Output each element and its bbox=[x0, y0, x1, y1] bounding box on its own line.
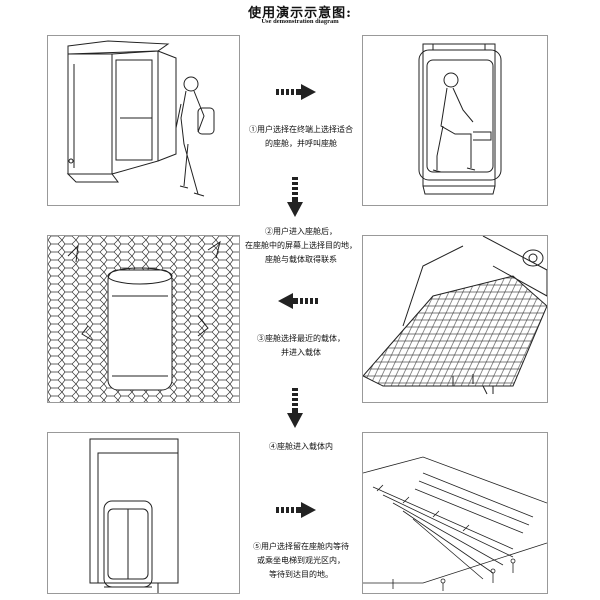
panel-user-calls-cabin bbox=[47, 35, 240, 206]
step-5-text: ⑤用户选择留在座舱内等待 或乘坐电梯到观光区内， 等待到达目的地。 bbox=[253, 542, 349, 579]
diagram-title: 使用演示示意图: bbox=[248, 6, 352, 21]
cabin-docked-illustration bbox=[89, 438, 179, 593]
seated-user-illustration bbox=[418, 43, 502, 195]
panel-cabin-enters-carrier bbox=[47, 235, 240, 403]
step-4-text: ④座舱进入载体内 bbox=[269, 442, 333, 451]
diagram-subtitle: Use demonstration diagram bbox=[261, 18, 339, 25]
panel-carrier-vehicle bbox=[362, 235, 548, 403]
arrow-right-2 bbox=[276, 502, 316, 518]
arrow-down-1 bbox=[287, 177, 303, 217]
honeycomb-carrier-illustration bbox=[48, 236, 239, 402]
arrow-right-1 bbox=[276, 84, 316, 100]
viewing-area-illustration bbox=[363, 456, 547, 591]
panel-cabin-inside-carrier bbox=[47, 432, 240, 594]
step-3-text: ③座舱选择最近的载体， 并进入载体 bbox=[257, 334, 345, 357]
panel-user-seated-in-cabin bbox=[362, 35, 548, 206]
arrow-down-2 bbox=[287, 388, 303, 428]
panel-viewing-area bbox=[362, 432, 548, 594]
cabin-and-user-illustration bbox=[66, 40, 215, 197]
carrier-vehicle-illustration bbox=[363, 236, 547, 395]
step-2-text: ②用户进入座舱后， 在座舱中的屏幕上选择目的地， 座舱与载体取得联系 bbox=[245, 227, 357, 264]
arrow-left-1 bbox=[278, 293, 318, 309]
step-1-text: ①用户选择在终端上选择适合 的座舱，并呼叫座舱 bbox=[249, 125, 353, 148]
